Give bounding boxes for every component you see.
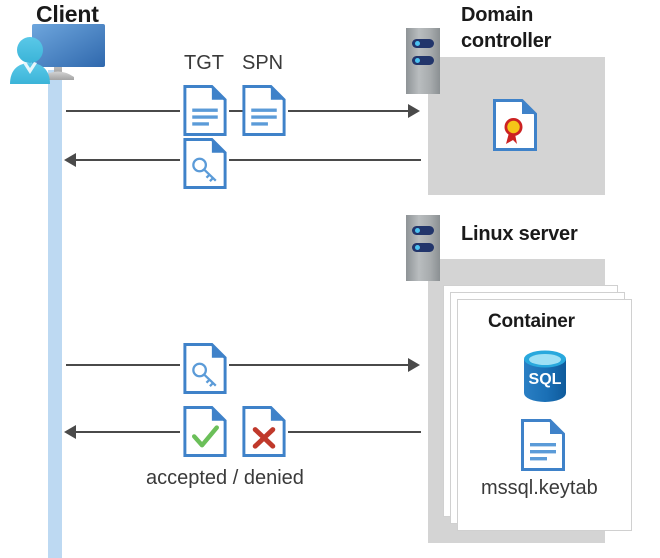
- message-2-line-right: [229, 159, 421, 161]
- tgt-document-icon: [183, 85, 227, 136]
- cross-icon: [252, 427, 276, 449]
- message-1-line-right: [288, 110, 408, 112]
- message-3-arrowhead: [408, 358, 420, 372]
- domain-controller-title-line1: Domain: [461, 4, 534, 26]
- client-title: Client: [36, 1, 99, 27]
- domain-controller-title: Domain controller: [461, 2, 611, 54]
- key-document-icon-1: [183, 138, 227, 189]
- spn-document-icon: [242, 85, 286, 136]
- accepted-document-icon: [183, 406, 227, 457]
- denied-document-icon: [242, 406, 286, 457]
- certificate-document-icon: [493, 99, 537, 151]
- accepted-denied-caption: accepted / denied: [146, 467, 304, 489]
- key-document-icon-2: [183, 343, 227, 394]
- domain-controller-title-line2: controller: [461, 30, 552, 52]
- linux-server-title: Linux server: [461, 223, 578, 245]
- message-4-line-right: [288, 431, 421, 433]
- message-4-arrowhead: [64, 425, 76, 439]
- tgt-label: TGT: [184, 52, 224, 74]
- container-title: Container: [488, 311, 575, 332]
- message-1-line-mid: [229, 110, 243, 112]
- message-2-line-left: [76, 159, 180, 161]
- client-workstation-icon: [8, 22, 106, 84]
- client-lifeline: [48, 70, 62, 558]
- message-1-arrowhead: [408, 104, 420, 118]
- message-3-line-left: [66, 364, 180, 366]
- sql-database-icon: SQL: [521, 350, 569, 402]
- domain-controller-rack-icon: [406, 28, 440, 94]
- keytab-filename-label: mssql.keytab: [481, 477, 598, 499]
- message-3-line-right: [229, 364, 408, 366]
- sql-label: SQL: [529, 371, 562, 388]
- message-1-line-left: [66, 110, 180, 112]
- spn-label: SPN: [242, 52, 284, 74]
- message-4-line-left: [76, 431, 180, 433]
- keytab-document-icon: [521, 419, 565, 471]
- message-2-arrowhead: [64, 153, 76, 167]
- container-card-front: [457, 299, 632, 531]
- linux-server-rack-icon: [406, 215, 440, 281]
- check-icon: [192, 425, 219, 448]
